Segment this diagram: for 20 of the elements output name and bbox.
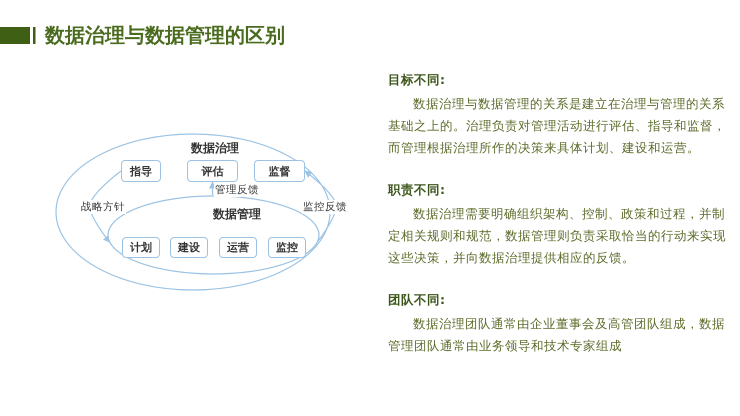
section-heading: 目标不同: (388, 72, 445, 89)
paragraph: 数据治理需要明确组织架构、控制、政策和过程，并制定相关规则和规范，数据管理则负责采取恰当的行动来实现这些决策，并向数据治理提供相应的反馈。 (388, 205, 727, 267)
region-title: 数据治理 (191, 140, 239, 157)
region-title: 数据管理 (213, 206, 261, 223)
title: 数据治理与数据管理的区别 (45, 22, 285, 49)
arrow (208, 181, 216, 195)
edge-label: 监控反馈 (302, 200, 348, 214)
process-box: 指导 (121, 160, 161, 182)
process-box: 计划 (122, 237, 160, 258)
process-box: 监控 (268, 237, 306, 258)
process-box: 评估 (187, 160, 238, 182)
edge-label: 管理反馈 (214, 183, 260, 197)
section-heading: 团队不同: (388, 292, 445, 309)
edge-label: 战略方针 (80, 200, 126, 214)
section-heading: 职责不同: (388, 182, 445, 199)
paragraph: 数据治理团队通常由企业董事会及高管团队组成，数据管理团队通常由业务领导和技术专家组成 (388, 315, 726, 355)
process-box: 建设 (170, 237, 208, 258)
process-box: 运营 (219, 237, 257, 258)
process-box: 监督 (254, 160, 305, 182)
paragraph: 数据治理与数据管理的关系是建立在治理与管理的关系基础之上的。治理负责对管理活动进行评估、指导和监督，而管理根据治理所作的决策来具体计划、建设和运营。 (388, 95, 727, 157)
